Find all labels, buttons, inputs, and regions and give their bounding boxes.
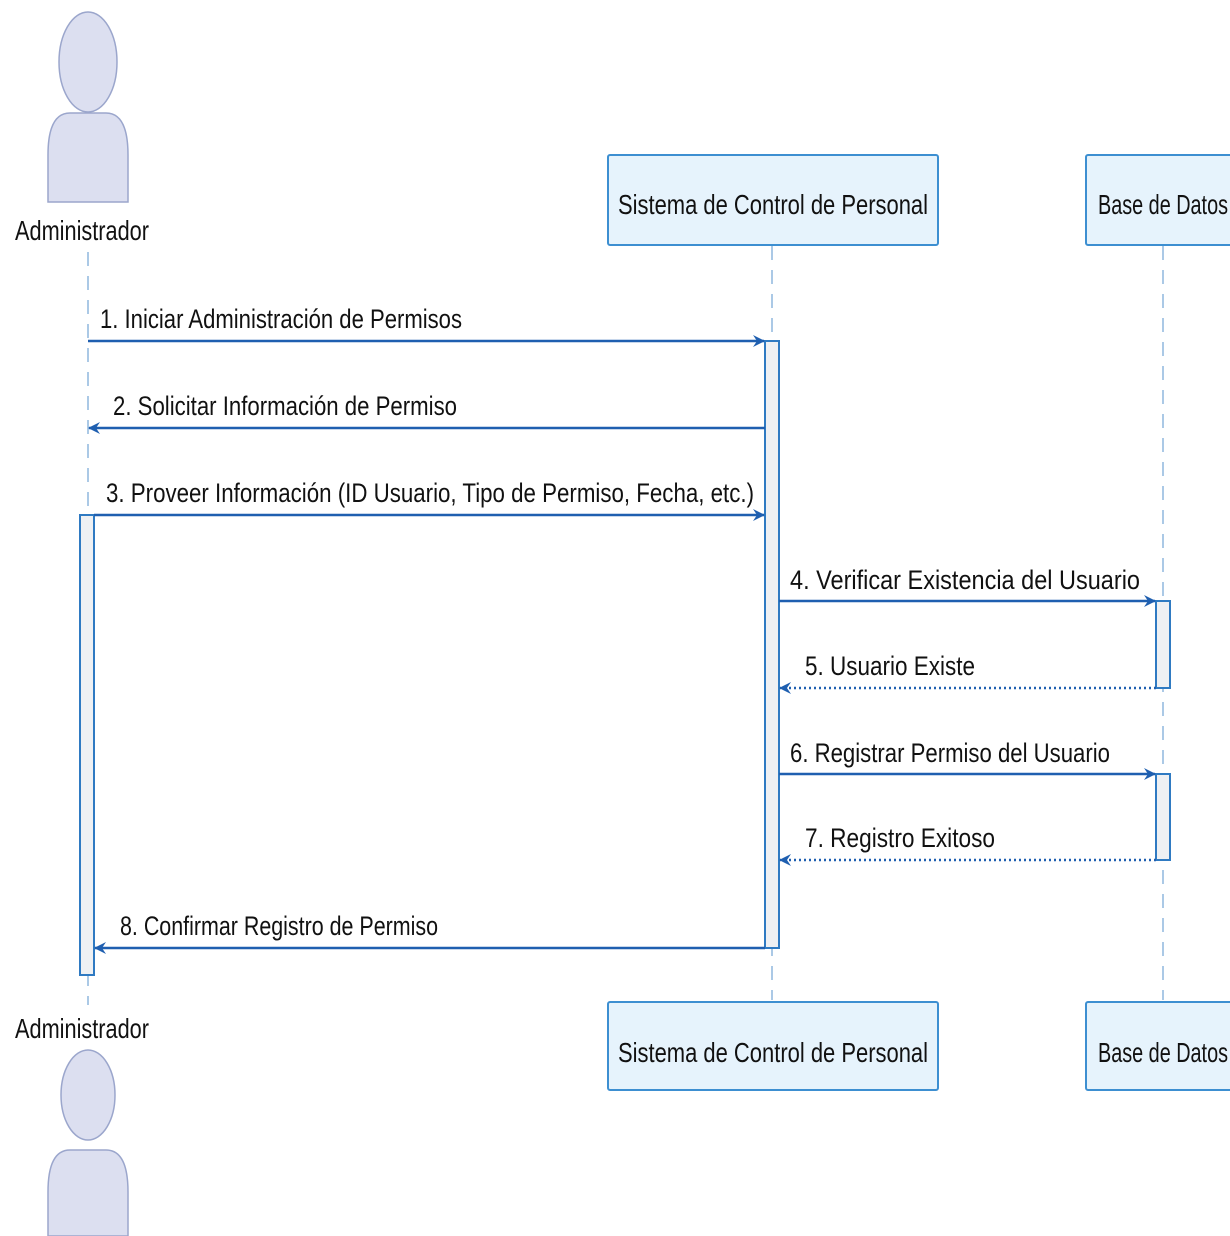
message-label: 5. Usuario Existe	[805, 651, 975, 681]
participant-label: Base de Datos	[1098, 1037, 1228, 1068]
participant-label: Sistema de Control de Personal	[618, 1037, 928, 1068]
activation-base-de-datos-1	[1155, 600, 1171, 689]
message-label: 8. Confirmar Registro de Permiso	[120, 911, 438, 941]
participant-box	[1085, 154, 1230, 246]
activation-base-de-datos-2	[1155, 773, 1171, 861]
participant-sistema-bottom: Sistema de Control de Personal	[607, 1001, 939, 1091]
message-label: 1. Iniciar Administración de Permisos	[100, 304, 462, 334]
actor-icon-head	[60, 1049, 116, 1141]
participant-base-de-datos-bottom: Base de Datos	[1085, 1001, 1230, 1091]
message-3: 3. Proveer Información (ID Usuario, Tipo…	[94, 478, 765, 521]
message-7: 7. Registro Exitoso	[779, 823, 1156, 866]
actor-icon-head	[58, 11, 118, 113]
message-5: 5. Usuario Existe	[779, 651, 1156, 694]
actor-administrador-top: Administrador	[15, 11, 149, 246]
actor-icon-body	[47, 112, 129, 203]
actor-icon-body	[47, 1149, 129, 1236]
message-8: 8. Confirmar Registro de Permiso	[94, 911, 765, 954]
message-2: 2. Solicitar Información de Permiso	[88, 391, 765, 434]
participant-sistema-top: Sistema de Control de Personal	[607, 154, 939, 246]
message-4: 4. Verificar Existencia del Usuario	[779, 565, 1156, 607]
participant-box	[607, 154, 939, 246]
participant-label: Base de Datos	[1098, 189, 1228, 220]
actor-label-top: Administrador	[15, 215, 149, 246]
participant-box	[1085, 1001, 1230, 1091]
message-label: 4. Verificar Existencia del Usuario	[790, 565, 1140, 595]
message-label: 6. Registrar Permiso del Usuario	[790, 738, 1110, 768]
message-1: 1. Iniciar Administración de Permisos	[88, 304, 765, 347]
activation-sistema	[764, 340, 780, 949]
message-label: 3. Proveer Información (ID Usuario, Tipo…	[106, 478, 754, 508]
message-label: 2. Solicitar Información de Permiso	[113, 391, 457, 421]
actor-administrador-bottom: Administrador	[15, 1013, 149, 1236]
message-6: 6. Registrar Permiso del Usuario	[779, 738, 1156, 780]
actor-label-bottom: Administrador	[15, 1013, 149, 1044]
message-label: 7. Registro Exitoso	[805, 823, 995, 853]
activation-administrador	[79, 514, 95, 976]
participant-box	[607, 1001, 939, 1091]
participant-label: Sistema de Control de Personal	[618, 189, 928, 220]
participant-base-de-datos-top: Base de Datos	[1085, 154, 1230, 246]
